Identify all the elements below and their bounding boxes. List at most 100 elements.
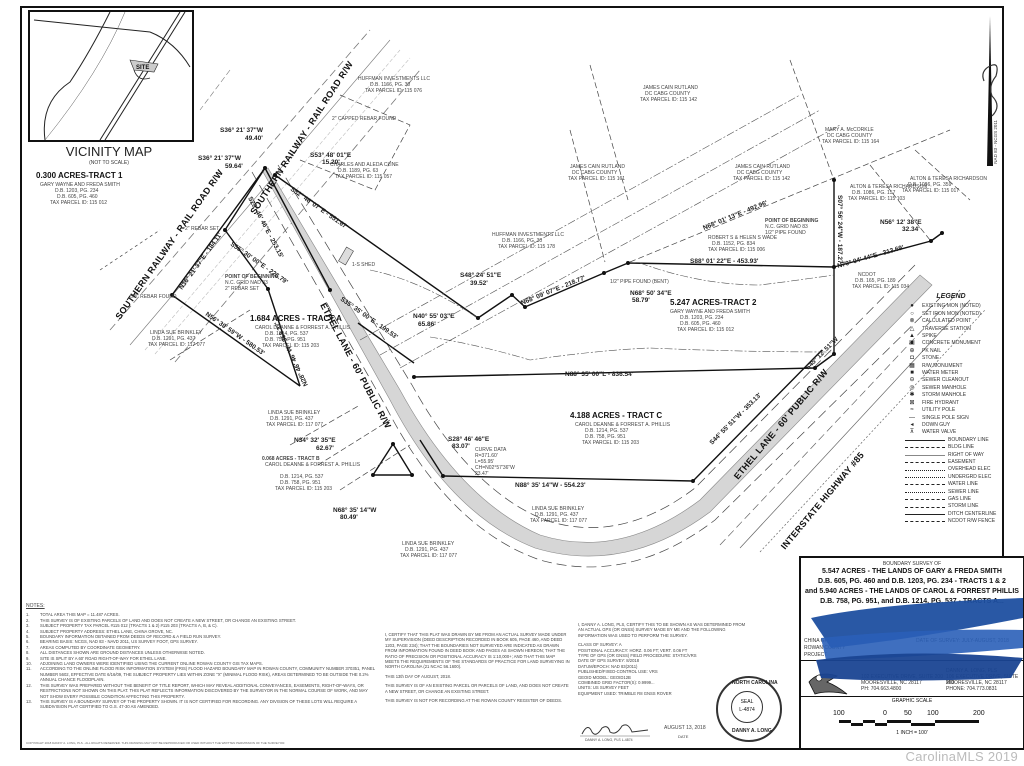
svg-text:D.B. 1086, PG. 157: D.B. 1086, PG. 157	[852, 190, 896, 196]
legend-line: BLDG LINE	[905, 444, 997, 451]
tract-b-deed2: D.B. 758, PG. 951	[280, 480, 321, 486]
tract-1-owner: GARY WAYNE AND FREDA SMITH	[40, 182, 120, 188]
svg-text:ROBERT S & HELEN S WADE: ROBERT S & HELEN S WADE	[708, 235, 778, 241]
tract-b-owner: CAROL DEANNE & FORREST A. PHILLIS	[265, 462, 361, 468]
svg-text:N68° 01' 13"E - 492.96': N68° 01' 13"E - 492.96'	[702, 199, 769, 232]
tract-1-deed: D.B. 1203, PG. 234	[55, 188, 99, 194]
note-item: 9.SITE IS SPLIT BY A 60' ROAD RIGHT-OF-W…	[26, 655, 167, 661]
svg-text:CURVE DATA: CURVE DATA	[475, 447, 507, 453]
scale-divider	[801, 696, 1023, 697]
svg-text:ALTON & TERESA RICHARDSON: ALTON & TERESA RICHARDSON	[910, 176, 987, 182]
svg-text:2" REBAR SET: 2" REBAR SET	[185, 226, 219, 232]
tract-c-deed2: D.B. 758, PG. 951	[585, 434, 626, 440]
tract-1-title: 0.300 ACRES-TRACT 1	[36, 171, 123, 180]
title-line-2: D.B. 605, PG. 460 and D.B. 1203, PG. 234…	[818, 578, 1006, 585]
tract-b-parcel: TAX PARCEL ID: 115 203	[275, 486, 332, 492]
svg-text:CHARLES AND ALEDA CLINE: CHARLES AND ALEDA CLINE	[330, 162, 399, 168]
svg-text:MARY A. McCORKLE: MARY A. McCORKLE	[825, 127, 874, 133]
svg-text:TAX PARCEL ID: 115 164: TAX PARCEL ID: 115 164	[822, 139, 879, 145]
adjoiner-lines	[99, 59, 971, 491]
legend-item: ⊖SEWER CLEANOUT	[909, 377, 969, 384]
legend-line: STORM LINE	[905, 503, 997, 510]
title-block: BOUNDARY SURVEY OF 5.547 ACRES - THE LAN…	[799, 556, 1024, 750]
ethel-lane-label-lower: ETHEL LANE - 60' PUBLIC R/W	[732, 367, 830, 481]
legend-item: ⊼WATER VALVE	[909, 429, 957, 436]
redaction-scribble	[811, 598, 1023, 681]
note-item: 7.AREAS COMPUTED BY COORDINATE GEOMETRY.	[26, 644, 141, 650]
seal-state: NORTH CAROLINA	[732, 680, 778, 686]
tract-a-parcel: TAX PARCEL ID: 115 203	[262, 343, 319, 349]
tract-c-title: 4.188 ACRES - TRACT C	[570, 411, 662, 420]
svg-text:D.B. 1166, PG. 30: D.B. 1166, PG. 30	[370, 82, 410, 88]
note-item: 3.SUBJECT PROPERTY TAX PARCEL #115 012 (…	[26, 623, 218, 629]
svg-text:TAX PARCEL ID: 117 077: TAX PARCEL ID: 117 077	[148, 342, 205, 348]
tract-a-deed: D.B. 1214, PG. 537	[265, 331, 309, 337]
svg-text:D.B. 1166, PG. 30: D.B. 1166, PG. 30	[502, 238, 542, 244]
svg-text:62.67': 62.67'	[316, 445, 334, 452]
svg-text:N70° 04' 44"E - 313.69': N70° 04' 44"E - 313.69'	[836, 243, 905, 270]
svg-text:LINDA SUE BRINKLEY: LINDA SUE BRINKLEY	[402, 541, 455, 547]
svg-text:N88° 35' 00"L - 836.54': N88° 35' 00"L - 836.54'	[565, 370, 634, 378]
title-line-4: D.B. 758, PG. 951, and D.B. 1214, PG. 53…	[820, 598, 1004, 605]
svg-text:N36° 21' 37"E - 184.11': N36° 21' 37"E - 184.11'	[177, 231, 224, 291]
surveyor-certificate: I, CERTIFY THAT THIS PLAT WAS DRAWN BY M…	[385, 632, 570, 703]
adjoiner-labels: HUFFMAN INVESTMENTS LLC D.B. 1166, PG. 3…	[148, 76, 987, 559]
svg-text:49.40': 49.40'	[245, 135, 263, 142]
svg-text:D.B. 1291, PG. 437: D.B. 1291, PG. 437	[152, 336, 196, 342]
svg-text:N68° 09' 07"E - 218.77': N68° 09' 07"E - 218.77'	[520, 274, 587, 307]
interstate-row	[719, 289, 986, 553]
signer-name: DANNY A. LONG, PLS L-4874	[585, 738, 633, 742]
svg-text:1-S SHED: 1-S SHED	[352, 262, 375, 268]
svg-text:N.C. GRID NAD 83: N.C. GRID NAD 83	[225, 280, 268, 286]
gps-certificate: I, DANNY A. LONG, PLS, CERTIFY THIS TO B…	[578, 622, 748, 696]
legend-line: DITCH CENTERLINE	[905, 511, 997, 518]
monument-labels: POINT OF BEGINNING N.C. GRID NAD 83 2" R…	[130, 116, 818, 477]
legend-item: ■WATER METER	[910, 370, 959, 377]
svg-text:1/2" PIPE FOUND (BENT): 1/2" PIPE FOUND (BENT)	[610, 279, 669, 285]
signature-date: AUGUST 13, 2018	[664, 725, 706, 731]
legend-item: ▲SPIKE	[909, 333, 937, 340]
legend-item: ○SET IRON MON (NOTED)	[910, 310, 981, 317]
legend-item: ✱STORM MANHOLE	[909, 392, 967, 399]
svg-text:LINDA SUE BRINKLEY: LINDA SUE BRINKLEY	[268, 410, 321, 416]
notes-section: NOTES: 1.TOTAL AREA THIS MAP = 11.487 AC…	[26, 603, 376, 710]
legend-item: ▣CONCRETE MONUMENT	[909, 340, 981, 347]
tract-2-title: 5.247 ACRES-TRACT 2	[670, 298, 757, 307]
svg-text:JAMES CAIN RUTLAND: JAMES CAIN RUTLAND	[570, 164, 625, 170]
svg-text:TAX PARCEL ID: 115 178: TAX PARCEL ID: 115 178	[498, 244, 555, 250]
legend-line: WATER LINE	[905, 481, 997, 488]
cert-paragraph: THIS SURVEY IS NOT FOR RECORDING AT THE …	[385, 698, 563, 704]
legend-item: ▦R/W MONUMENT	[909, 362, 963, 369]
legend-line: GAS LINE	[905, 496, 997, 503]
tract-b-title: 0.068 ACRES - TRACT B	[262, 456, 320, 462]
svg-text:L=55.95': L=55.95'	[475, 459, 494, 465]
svg-text:NCDOT: NCDOT	[858, 272, 876, 278]
cert-paragraph: I, CERTIFY THAT THIS PLAT WAS DRAWN BY M…	[385, 632, 570, 670]
legend: LEGEND ●EXISTING MON (NOTED) ○SET IRON M…	[905, 293, 997, 526]
svg-text:83.07': 83.07'	[452, 443, 470, 450]
firm-address-2: MOORESVILLE, NC 28117	[861, 680, 922, 686]
svg-text:TAX PARCEL ID: 115 057: TAX PARCEL ID: 115 057	[335, 174, 392, 180]
svg-text:2" CAPPED REBAR FOUND: 2" CAPPED REBAR FOUND	[332, 116, 397, 122]
svg-text:5/8" REBAR FOUND: 5/8" REBAR FOUND	[130, 294, 177, 300]
svg-text:S53° 48' 01"E: S53° 48' 01"E	[310, 151, 352, 159]
signature-date-label: DATE	[678, 734, 689, 739]
svg-text:TAX PARCEL ID: 115 103: TAX PARCEL ID: 115 103	[848, 196, 905, 202]
graphic-scale-ratio: 1 INCH = 100'	[896, 730, 928, 736]
svg-text:D.B. 1086, PG. 359: D.B. 1086, PG. 359	[908, 182, 952, 188]
svg-text:S36° 21' 37"W: S36° 21' 37"W	[220, 126, 264, 134]
legend-item: ⊗CALCULATED POINT	[909, 318, 972, 325]
tract-1-parcel: TAX PARCEL ID: 115 012	[50, 200, 107, 206]
shed-icon	[338, 246, 354, 266]
scale-tick: 0	[883, 710, 887, 717]
svg-text:R=371.60': R=371.60'	[475, 453, 498, 459]
svg-text:DC CABG COUNTY: DC CABG COUNTY	[737, 170, 783, 176]
vicinity-map: SITE	[28, 10, 194, 142]
legend-line: SEWER LINE	[905, 489, 997, 496]
tract-c-deed: D.B. 1214, PG. 537	[585, 428, 629, 434]
tract-1-deed2: D.B. 605, PG. 460	[57, 194, 98, 200]
svg-text:TAX PARCEL ID: 115 161: TAX PARCEL ID: 115 161	[568, 176, 625, 182]
svg-text:23.47': 23.47'	[475, 471, 489, 477]
title-heading: BOUNDARY SURVEY OF	[882, 561, 942, 567]
scale-tick: 50	[904, 710, 912, 717]
